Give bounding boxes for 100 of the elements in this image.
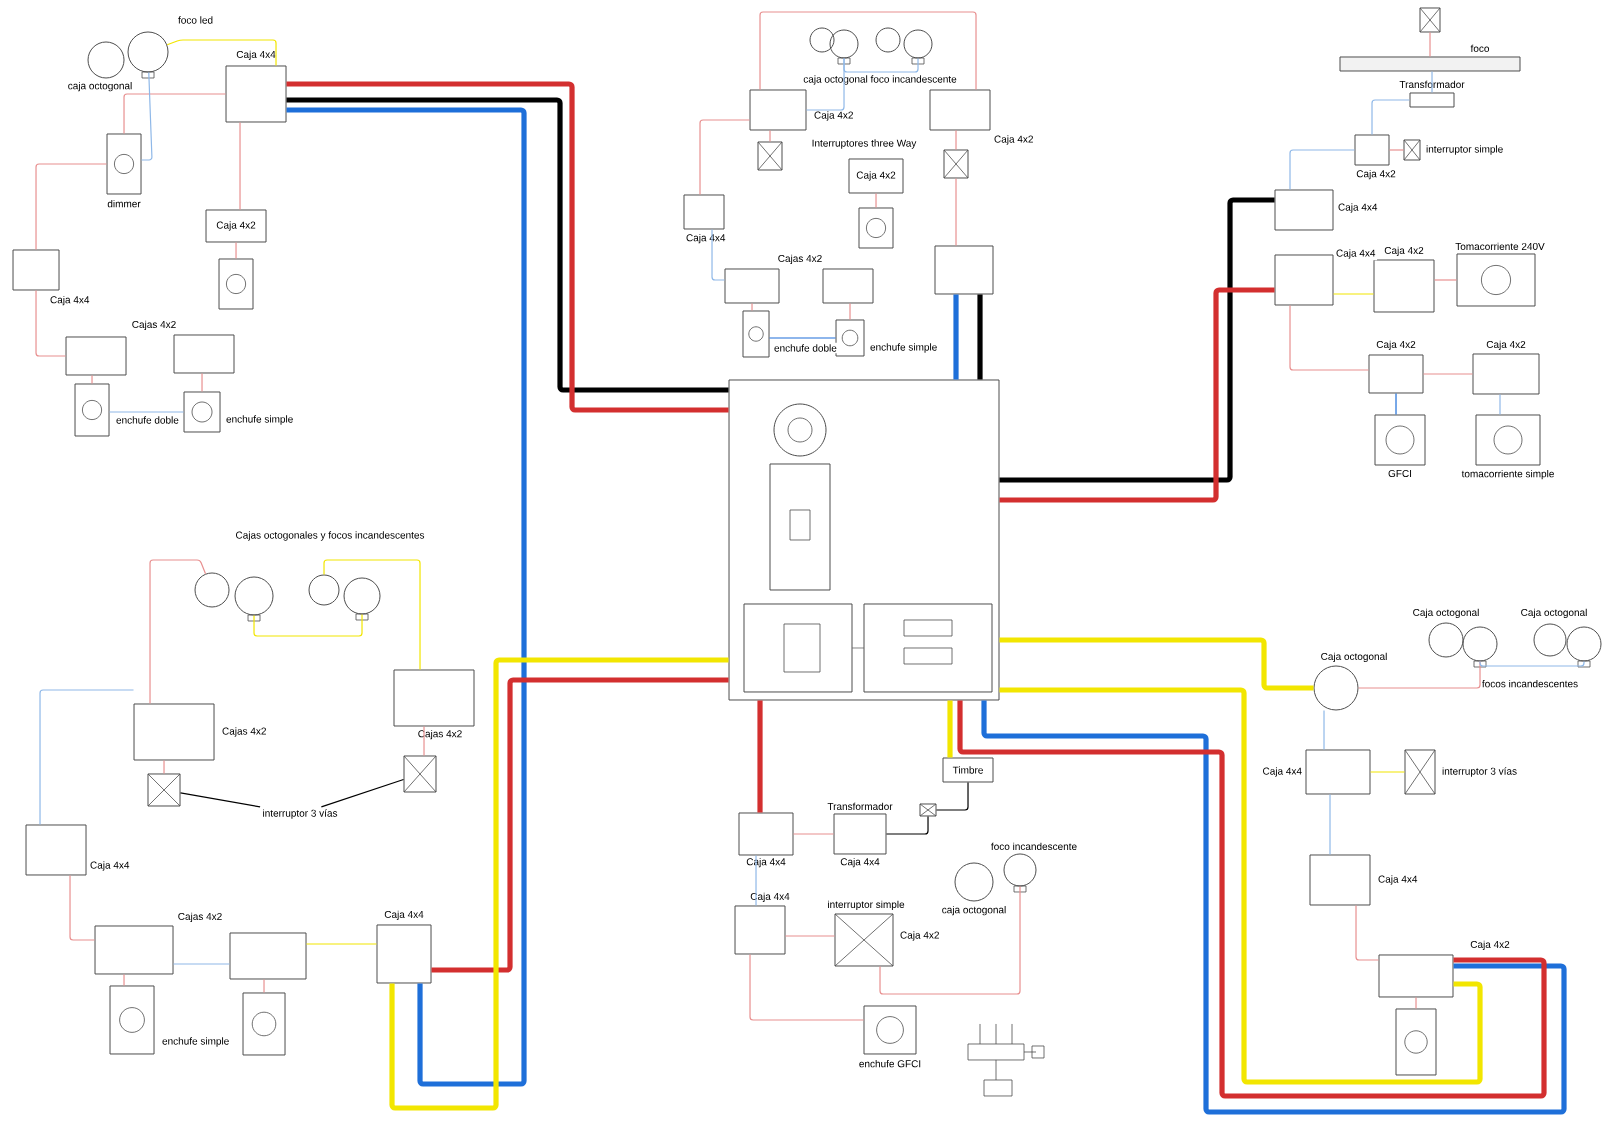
wire [1431,70,1433,94]
junction-box [225,65,287,123]
wire [1415,996,1417,1010]
wire [935,781,969,811]
wire [140,71,153,161]
wire [755,854,757,907]
wire [784,935,836,937]
wire [768,337,837,339]
wire [759,11,977,91]
light-bulb [127,31,169,79]
wire [423,725,425,757]
octagonal-box [1428,622,1464,658]
wire [792,833,835,835]
octagonal-box [1533,623,1567,657]
wire [239,121,241,211]
outlet [109,985,155,1055]
outlet [1395,1008,1437,1076]
switch [403,755,437,793]
wire [769,129,771,143]
octagonal-box [308,574,340,606]
wire [1289,149,1356,191]
wire [953,294,959,380]
outlet [242,992,286,1056]
wire [843,57,919,73]
wire [977,294,983,380]
wire [1499,393,1501,416]
outlet [1456,253,1536,307]
wire [39,689,135,826]
switch [834,913,894,967]
wire [885,815,929,835]
junction-box [229,932,307,980]
outlet [863,1005,917,1055]
wire [1388,149,1405,151]
junction-box [1309,854,1371,906]
wire [166,39,277,67]
octagonal-box [954,862,994,902]
wire [1357,660,1481,689]
octagonal-box [194,572,230,608]
junction-box [822,268,874,304]
outlet [858,207,894,249]
switch [1404,749,1436,795]
wire [163,759,165,775]
switch [943,149,969,179]
fluorescent-tube [1339,56,1521,72]
wire [123,93,227,135]
junction-box [934,245,994,295]
wire [201,372,203,393]
light-bulb [343,577,381,621]
wire [1422,373,1474,375]
outlet [835,319,865,357]
wire [751,302,753,312]
light-bulb [1566,626,1602,668]
junction-box [1368,354,1424,394]
wire [711,228,726,281]
switch [1403,139,1421,161]
wire [999,687,1483,1085]
junction-box [393,669,475,727]
junction-box [738,812,794,856]
junction-box [1472,353,1540,395]
wire [35,163,108,251]
junction-box [94,925,174,975]
junction-box [683,194,725,230]
junction-box [724,268,780,304]
junction-box [749,89,807,131]
octagonal-box [809,27,835,53]
switch [757,141,783,171]
junction-box [25,824,87,876]
wire [999,637,1314,691]
wire [757,700,763,813]
junction-box [1274,189,1334,231]
octagonal-box [1313,665,1359,711]
junction-box [173,334,235,374]
wire [955,129,957,151]
outlet [1475,414,1541,466]
wire [108,411,185,413]
switch [1419,7,1441,33]
wire [35,289,67,357]
wire [305,943,378,945]
wire [1323,709,1325,751]
switch [147,773,181,807]
dimmer-switch [106,133,142,195]
wire [1395,392,1397,416]
wire [1332,293,1375,295]
junction-box [1274,254,1334,306]
junction-box [65,336,127,376]
wire [699,119,751,196]
junction-box [133,703,215,761]
wire [1479,660,1585,667]
outlet [742,310,770,358]
junction-box [1409,92,1455,108]
wire [1371,99,1411,136]
octagonal-box [87,41,125,79]
junction-box [376,924,432,984]
wire [172,963,231,965]
outlet [74,383,110,437]
wire [879,885,1021,995]
light-bulb [829,29,859,65]
leader-line [320,778,405,808]
leader-line [179,792,261,808]
outlet [1374,414,1426,466]
